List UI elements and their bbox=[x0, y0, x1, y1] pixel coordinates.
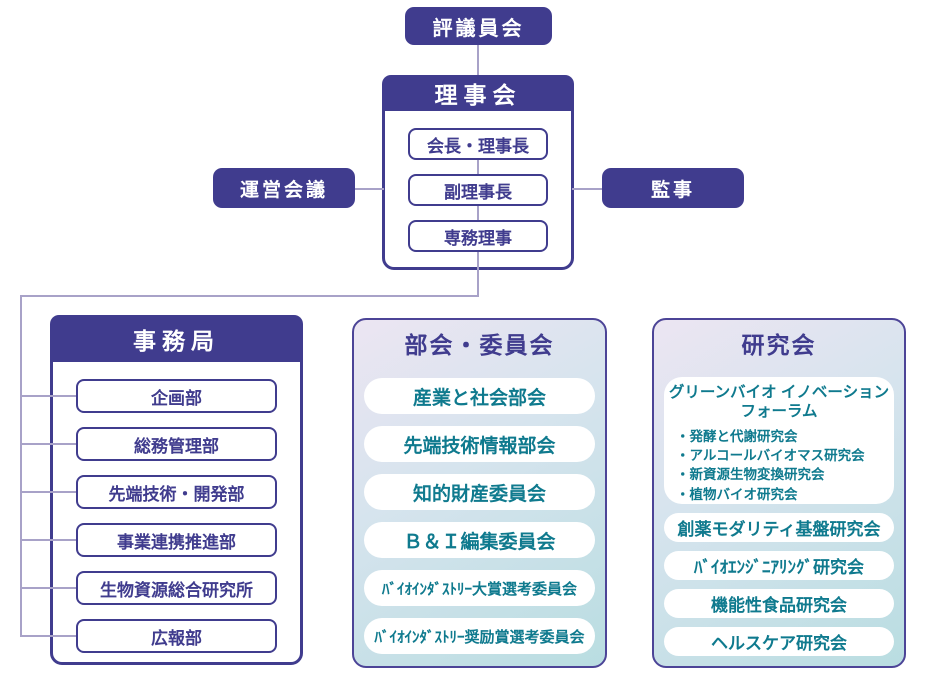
forum-title-line2: フォーラム bbox=[740, 402, 818, 420]
committees-title: 部会・委員会 bbox=[404, 332, 555, 358]
study-group-bioengineering: ﾊﾞｲｵｴﾝｼﾞﾆｱﾘﾝｸﾞ研究会 bbox=[664, 551, 894, 580]
green-bio-innovation-forum: グリーンバイオ イノベーション フォーラム ・発酵と代謝研究会 ・アルコールバイ… bbox=[664, 377, 894, 504]
dept-advanced-tech: 先端技術・開発部 bbox=[76, 475, 277, 509]
study-group-healthcare: ヘルスケア研究会 bbox=[664, 627, 894, 656]
connector-branch-dept6 bbox=[20, 635, 77, 637]
committee-bioindustry-encouragement-prize: ﾊﾞｲｵｲﾝﾀﾞｽﾄﾘｰ奨励賞選考委員会 bbox=[364, 618, 595, 654]
auditor-box: 監事 bbox=[602, 168, 744, 208]
committee-bi-editorial: Ｂ＆Ｉ編集委員会 bbox=[364, 522, 595, 558]
committee-intellectual-property: 知的財産委員会 bbox=[364, 474, 595, 510]
connector-main-horizontal bbox=[20, 295, 479, 297]
management-meeting-box: 運営会議 bbox=[213, 168, 355, 208]
connector-chair-vice bbox=[477, 160, 479, 175]
dept-general-affairs: 総務管理部 bbox=[76, 427, 277, 461]
council-box: 評議員会 bbox=[405, 7, 552, 45]
study-group-functional-food: 機能性食品研究会 bbox=[664, 589, 894, 618]
dept-bioresource-institute: 生物資源総合研究所 bbox=[76, 571, 277, 605]
forum-member-plant-bio: ・植物バイオ研究会 bbox=[676, 486, 798, 502]
board-position-vice-chairman: 副理事長 bbox=[408, 174, 548, 206]
connector-branch-dept2 bbox=[20, 443, 77, 445]
connector-board-auditor bbox=[572, 188, 603, 190]
board-title: 理事会 bbox=[382, 75, 574, 111]
committee-industry-society: 産業と社会部会 bbox=[364, 378, 595, 414]
study-group-drug-modality: 創薬モダリティ基盤研究会 bbox=[664, 513, 894, 542]
connector-management-board bbox=[354, 188, 384, 190]
connector-board-drop bbox=[477, 252, 479, 297]
forum-title-line1: グリーンバイオ イノベーション bbox=[668, 384, 890, 401]
forum-member-fermentation: ・発酵と代謝研究会 bbox=[676, 428, 798, 444]
forum-member-new-resource: ・新資源生物変換研究会 bbox=[676, 467, 825, 483]
connector-vice-senior bbox=[477, 206, 479, 222]
committee-advanced-tech-info: 先端技術情報部会 bbox=[364, 426, 595, 462]
dept-public-relations: 広報部 bbox=[76, 619, 277, 653]
committee-bioindustry-grand-prize: ﾊﾞｲｵｲﾝﾀﾞｽﾄﾘｰ大賞選考委員会 bbox=[364, 570, 595, 606]
dept-planning: 企画部 bbox=[76, 379, 277, 413]
connector-council-board bbox=[477, 45, 479, 76]
connector-left-rail bbox=[20, 295, 22, 637]
connector-branch-dept1 bbox=[20, 395, 77, 397]
dept-business-collab: 事業連携推進部 bbox=[76, 523, 277, 557]
connector-branch-dept5 bbox=[20, 587, 77, 589]
forum-member-list: ・発酵と代謝研究会 ・アルコールバイオマス研究会 ・新資源生物変換研究会 ・植物… bbox=[664, 427, 894, 504]
forum-member-alcohol-biomass: ・アルコールバイオマス研究会 bbox=[676, 448, 865, 464]
study-groups-title: 研究会 bbox=[741, 332, 817, 358]
connector-branch-dept4 bbox=[20, 539, 77, 541]
board-position-senior-director: 専務理事 bbox=[408, 220, 548, 252]
connector-branch-dept3 bbox=[20, 491, 77, 493]
board-position-chairman: 会長・理事長 bbox=[408, 128, 548, 160]
secretariat-title: 事務局 bbox=[50, 315, 303, 362]
